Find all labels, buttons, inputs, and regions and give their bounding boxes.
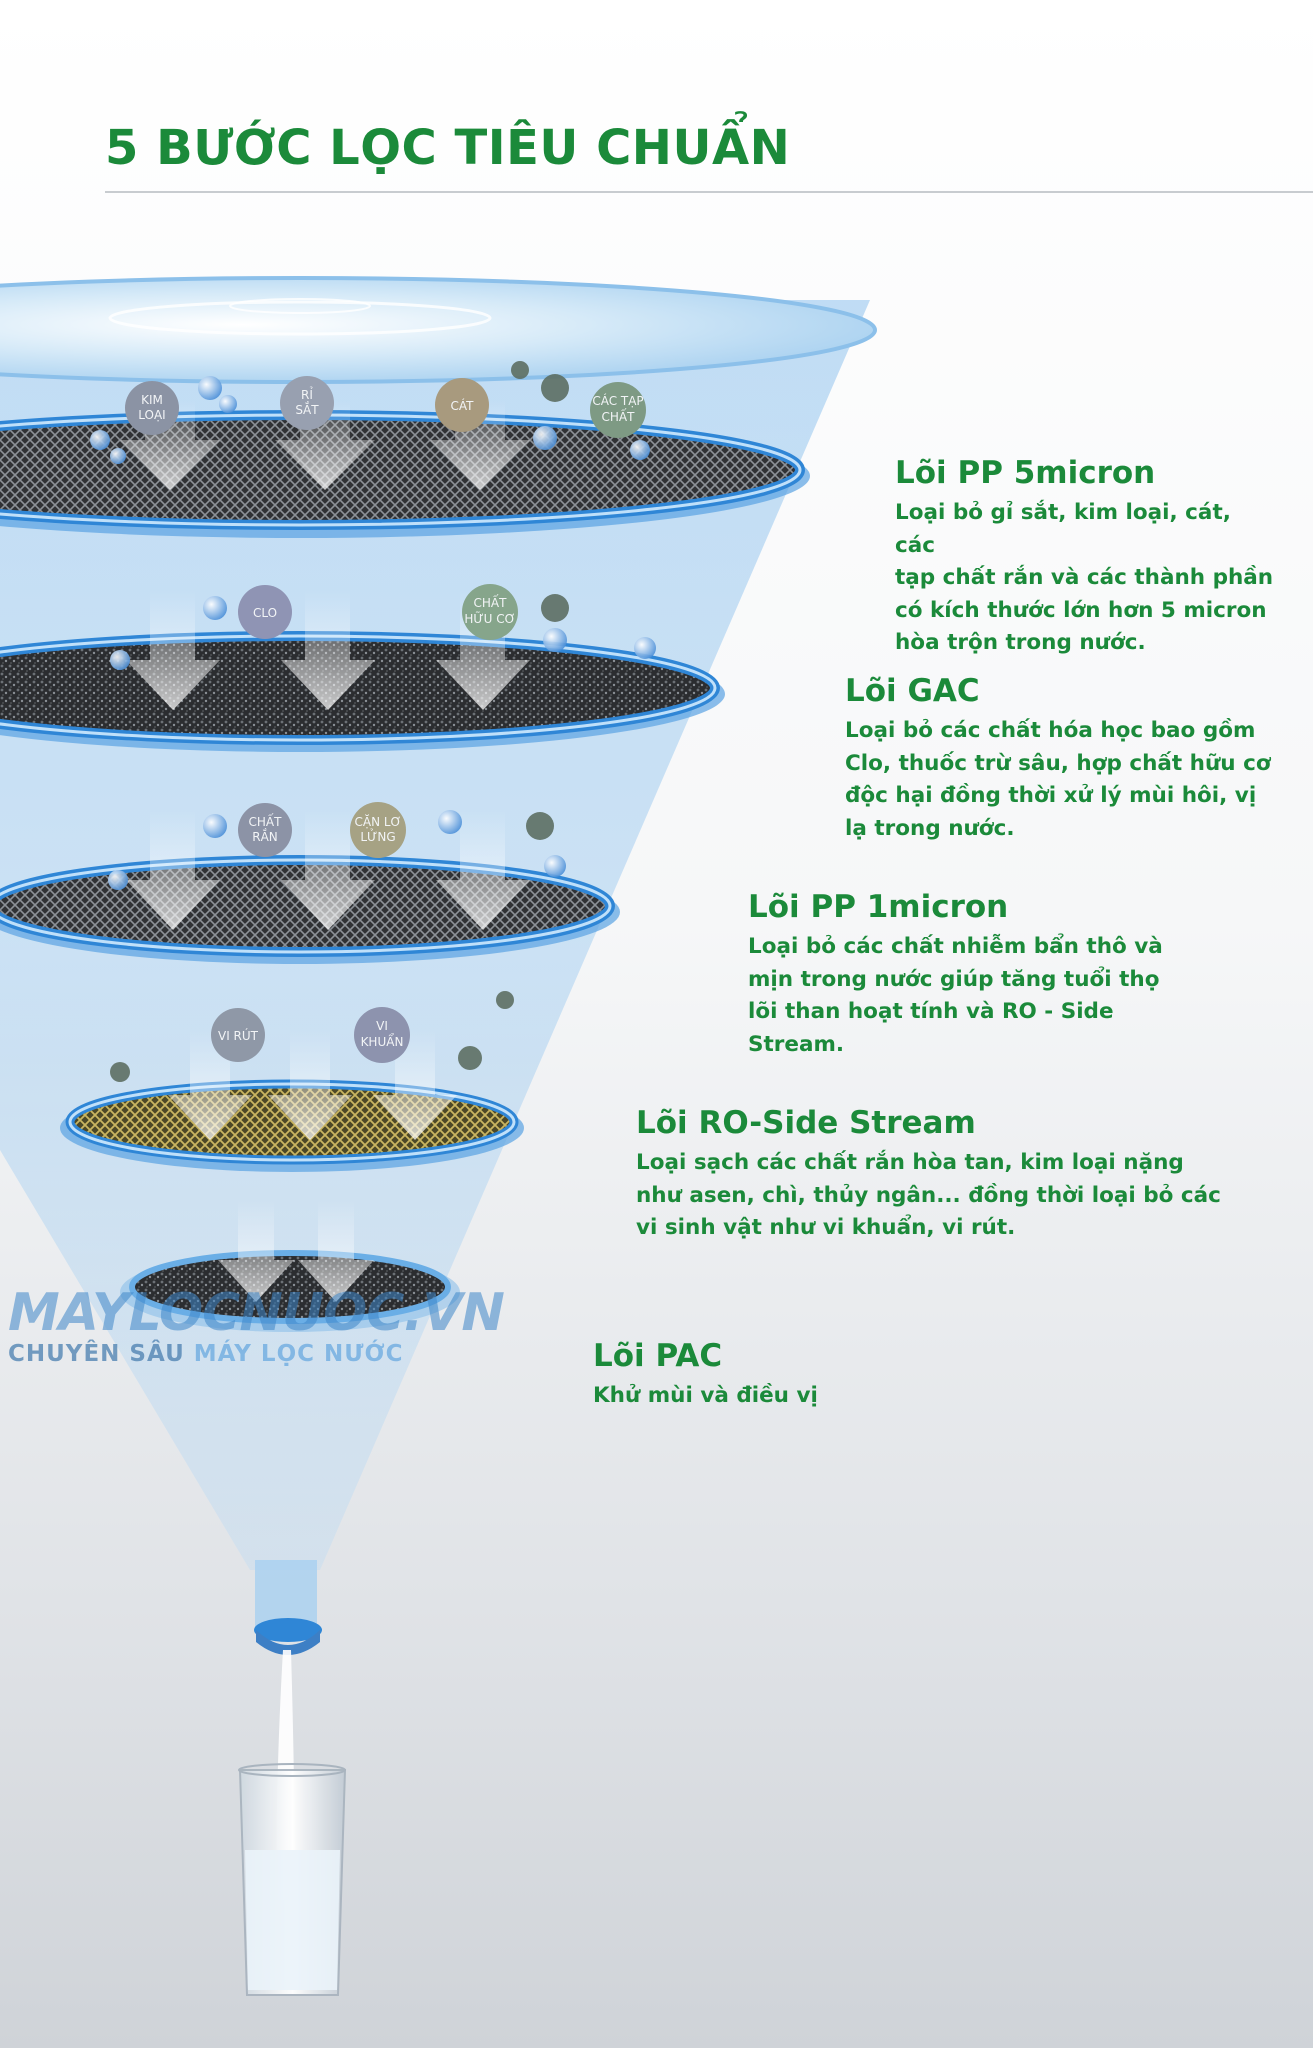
bubble-cat: CÁT xyxy=(435,378,489,432)
desc-line: Loại sạch các chất rắn hòa tan, kim loại… xyxy=(636,1150,1184,1175)
bubble-text: CHẤT xyxy=(249,813,283,829)
bubble-clo: CLO xyxy=(238,585,292,639)
bubble-text: KIM xyxy=(141,393,163,407)
stage-description: Loại bỏ gỉ sắt, kim loại, cát, các tạp c… xyxy=(895,497,1275,660)
filter-layer-5 xyxy=(120,1250,460,1332)
desc-line: Stream. xyxy=(748,1031,845,1057)
desc-line: lạ trong nước. xyxy=(845,815,1015,841)
stage-title: Lõi RO-Side Stream xyxy=(636,1105,976,1141)
stage-description: Loại sạch các chất rắn hòa tan, kim loại… xyxy=(636,1147,1236,1245)
watermark-brand: MAYLOCNUOC.VN xyxy=(8,1283,505,1343)
bubble-text: HỮU CƠ xyxy=(464,611,515,626)
desc-line: vi sinh vật như vi khuẩn, vi rút. xyxy=(636,1215,1016,1240)
svg-text:CLO: CLO xyxy=(253,606,277,620)
stage-ro-side-stream: Lõi RO-Side Stream Loại sạch các chất rắ… xyxy=(636,1105,1236,1245)
page-title: 5 BƯỚC LỌC TIÊU CHUẨN xyxy=(105,120,791,176)
particles xyxy=(90,361,656,1082)
bubble-text: LOẠI xyxy=(138,408,165,422)
stage-pp-1micron: Lõi PP 1micron Loại bỏ các chất nhiễm bẩ… xyxy=(748,889,1168,1061)
desc-line: như asen, chì, thủy ngân... đồng thời lo… xyxy=(636,1182,1221,1208)
bubble-text: RỈ xyxy=(301,386,313,402)
stage-pac: Lõi PAC Khử mùi và điều vị xyxy=(593,1338,993,1413)
stage-description: Loại bỏ các chất nhiễm bẩn thô và mịn tr… xyxy=(748,931,1168,1061)
drinking-glass xyxy=(238,1763,347,1996)
bubble-text: CẶN LƠ xyxy=(354,814,401,829)
bubble-text: VI RÚT xyxy=(218,1028,259,1043)
stage-title: Lõi PAC xyxy=(593,1338,723,1374)
tagline-part-2: MÁY LỌC NƯỚC xyxy=(193,1341,404,1367)
bubble-vi-rut: VI RÚT xyxy=(211,1008,265,1062)
brand-watermark: MAYLOCNUOC.VN CHUYÊN SÂU MÁY LỌC NƯỚC xyxy=(8,1283,505,1367)
bubble-text: CÁT xyxy=(451,398,475,413)
desc-line: Clo, thuốc trừ sâu, hợp chất hữu cơ xyxy=(845,750,1271,776)
bubble-text: CHẤT xyxy=(474,594,508,610)
stage-gac: Lõi GAC Loại bỏ các chất hóa học bao gồm… xyxy=(845,673,1275,845)
stage-pp-5micron: Lõi PP 5micron Loại bỏ gỉ sắt, kim loại,… xyxy=(895,455,1275,660)
stage-title: Lõi GAC xyxy=(845,673,980,709)
desc-line: độc hại đồng thời xử lý mùi hôi, vị xyxy=(845,783,1257,808)
stage-description: Loại bỏ các chất hóa học bao gồm Clo, th… xyxy=(845,715,1275,845)
desc-line: Loại bỏ các chất nhiễm bẩn thô và xyxy=(748,934,1163,959)
stage-title: Lõi PP 5micron xyxy=(895,455,1156,491)
title-divider xyxy=(105,191,1313,193)
svg-text:CÁT: CÁT xyxy=(451,398,475,413)
svg-text:VI RÚT: VI RÚT xyxy=(218,1028,259,1043)
stage-description: Khử mùi và điều vị xyxy=(593,1380,993,1413)
desc-line: Loại bỏ các chất hóa học bao gồm xyxy=(845,718,1256,743)
bubble-text: KHUẨN xyxy=(361,1033,404,1049)
bubble-text: CÁC TẠP xyxy=(592,393,643,408)
bubble-text: SẮT xyxy=(295,401,319,417)
bubble-text: CHẤT xyxy=(602,408,636,424)
tagline-part-1: CHUYÊN SÂU xyxy=(8,1341,185,1367)
desc-line: có kích thước lớn hơn 5 micron xyxy=(895,597,1267,623)
desc-line: lõi than hoạt tính và RO - Side xyxy=(748,999,1114,1024)
desc-line: hòa trộn trong nước. xyxy=(895,630,1146,655)
watermark-tagline: CHUYÊN SÂU MÁY LỌC NƯỚC xyxy=(8,1341,428,1367)
desc-line: mịn trong nước giúp tăng tuổi thọ xyxy=(748,966,1160,992)
bubble-text: RẮN xyxy=(252,828,278,844)
desc-line: Khử mùi và điều vị xyxy=(593,1383,818,1408)
bubble-text: LỬNG xyxy=(360,828,395,844)
stage-title: Lõi PP 1micron xyxy=(748,889,1009,925)
desc-line: tạp chất rắn và các thành phần xyxy=(895,565,1274,590)
bubble-text: VI xyxy=(376,1019,388,1033)
bubble-text: CLO xyxy=(253,606,277,620)
desc-line: Loại bỏ gỉ sắt, kim loại, cát, các xyxy=(895,500,1231,558)
